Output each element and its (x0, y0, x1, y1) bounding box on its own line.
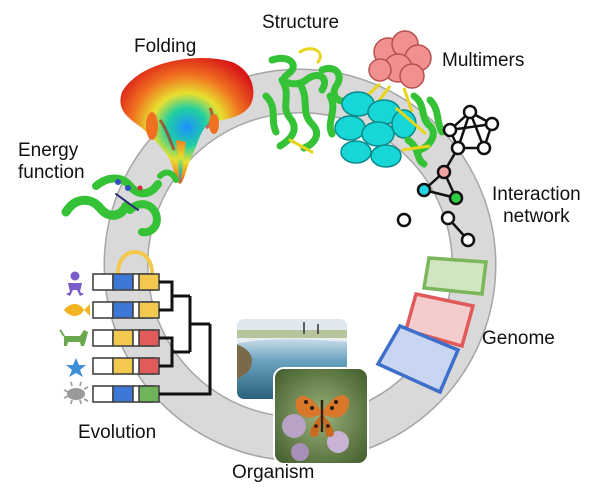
butterfly-photo (273, 367, 369, 465)
energy-function-protein (61, 169, 179, 237)
label-interaction-network-line1: Interaction (492, 184, 581, 205)
label-evolution: Evolution (78, 422, 157, 443)
label-energy-function-line2: function (18, 162, 85, 183)
label-energy-function-line1: Energy (18, 140, 79, 161)
alignment-row (92, 385, 160, 403)
label-energy-function: Energy function (18, 140, 85, 184)
interaction-network (396, 104, 500, 248)
label-multimers: Multimers (442, 50, 525, 71)
genome-segment-red (403, 291, 476, 349)
folding-energy-funnel (120, 57, 254, 184)
dog-icon (59, 329, 88, 346)
label-organism: Organism (232, 462, 315, 483)
alignment-row (92, 357, 160, 375)
genome-segments (375, 256, 488, 395)
starfish-icon (66, 358, 86, 377)
organism-icons (59, 271, 90, 405)
label-interaction-network-line2: network (503, 206, 570, 227)
alignment-row (92, 273, 160, 291)
label-folding: Folding (134, 36, 197, 57)
alignment-row (92, 329, 160, 347)
genome-segment-green (421, 256, 488, 296)
person-icon (66, 271, 84, 296)
structure-protein (262, 47, 350, 154)
alignment-row (92, 301, 160, 319)
label-genome: Genome (482, 328, 555, 349)
bacterium-icon (63, 381, 89, 405)
label-structure: Structure (262, 12, 340, 33)
phylogenetic-tree (159, 280, 212, 396)
multimer-protein-complex (334, 30, 446, 168)
label-interaction-network: Interaction network (492, 184, 581, 228)
genome-segment-blue (375, 323, 461, 395)
evolution-alignment (92, 250, 212, 403)
fish-icon (64, 304, 90, 316)
